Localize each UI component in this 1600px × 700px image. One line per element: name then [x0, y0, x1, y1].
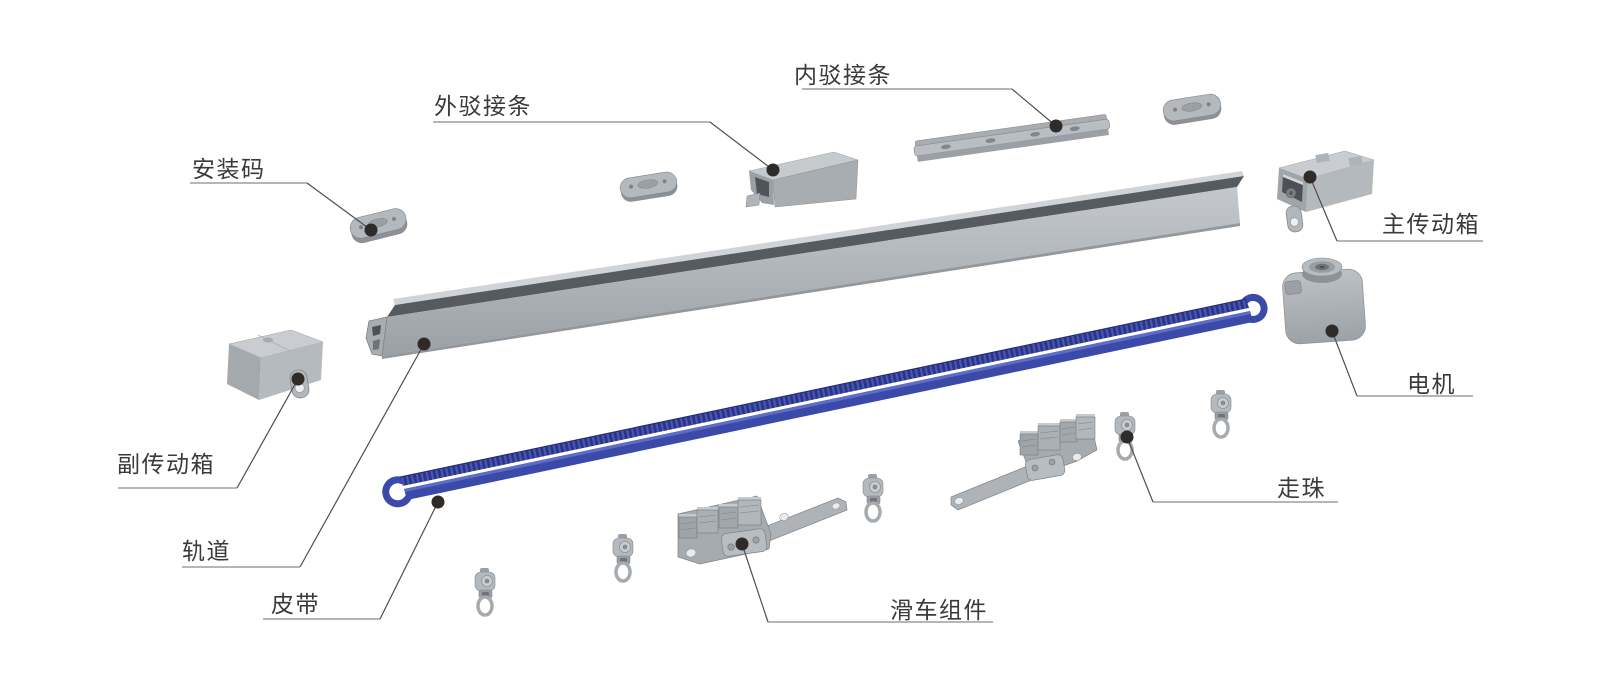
label-main-drive-box: 主传动箱: [1382, 211, 1480, 237]
leader-line: [1331, 330, 1358, 397]
hanging-eyelet: [1285, 205, 1304, 233]
callout-dot-mounting-plate: [364, 223, 378, 237]
drive-belt: [382, 293, 1268, 508]
motor: [1282, 257, 1366, 345]
track-end-cap: [365, 316, 388, 357]
callout-dot-belt: [431, 495, 445, 509]
outer-connector-strip: [745, 151, 859, 208]
main-drive-box: [1277, 150, 1375, 233]
runner-glider-2: [611, 532, 635, 583]
label-trolley-assembly: 滑车组件: [890, 597, 988, 623]
label-inner-connector-strip: 内驳接条: [794, 62, 892, 88]
callout-dots: [291, 119, 1339, 551]
leader-line: [1011, 88, 1057, 127]
label-runner: 走珠: [1277, 475, 1326, 501]
leader-line: [1309, 176, 1338, 242]
callout-dot-inner-connector: [1049, 119, 1063, 133]
inner-connector-strip: [913, 114, 1110, 162]
label-mounting-plate: 安装码: [192, 156, 266, 182]
label-track: 轨道: [182, 538, 231, 564]
leader-line: [379, 501, 439, 620]
sub-drive-box: [227, 329, 324, 400]
trolley-assembly-left: [677, 495, 848, 565]
leader-line: [306, 182, 372, 231]
callout-leaders: [118, 88, 1483, 623]
callout-dot-track: [417, 337, 431, 351]
trolley-assembly-right: [950, 414, 1098, 511]
leader-line: [299, 343, 425, 568]
label-outer-connector-strip: 外驳接条: [434, 93, 532, 119]
callout-dot-outer-connector: [766, 163, 780, 177]
leader-line: [1126, 436, 1154, 503]
runner-glider-5: [1209, 388, 1233, 439]
callout-dot-main-drive-box: [1303, 170, 1317, 184]
runner-glider-1: [473, 566, 497, 617]
leader-line: [741, 543, 769, 623]
callout-dot-sub-drive-box: [291, 372, 305, 386]
callout-dot-trolley: [735, 537, 749, 551]
callout-dot-runner: [1120, 430, 1134, 444]
label-motor: 电机: [1407, 371, 1456, 397]
track-rail: [365, 171, 1244, 359]
runner-glider-3: [861, 472, 885, 523]
mounting-plate-3: [1162, 93, 1222, 125]
leader-line: [709, 121, 774, 171]
leader-line: [236, 378, 299, 489]
label-sub-drive-box: 副传动箱: [117, 451, 215, 477]
label-belt: 皮带: [271, 591, 320, 617]
motor-shaft: [1301, 257, 1343, 283]
mounting-plate-2: [619, 171, 678, 202]
callout-dot-motor: [1325, 324, 1339, 338]
mounting-plate-1: [349, 208, 408, 244]
